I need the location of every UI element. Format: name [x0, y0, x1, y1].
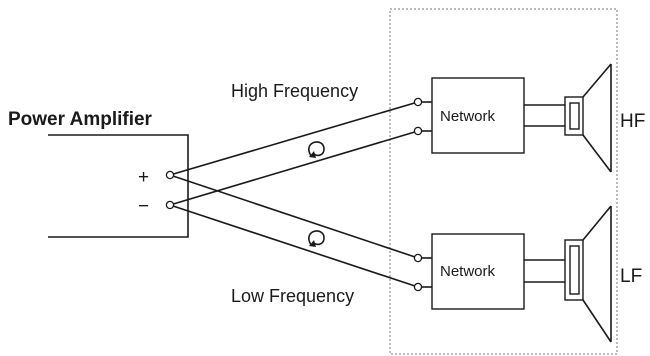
high-frequency-label: High Frequency: [231, 81, 358, 101]
wire-high-positive: [169, 101, 419, 176]
network-label-low: Network: [440, 263, 496, 280]
network-box-low: [431, 233, 525, 310]
power-amplifier-outline: [48, 134, 189, 238]
wire-high-negative: [169, 130, 419, 206]
low-frequency-label: Low Frequency: [231, 286, 354, 306]
input-terminal-lf-negative: [413, 282, 423, 292]
amp-terminal-negative: [165, 200, 175, 210]
lf-label: LF: [620, 266, 642, 287]
twist-loop-icon-low: [308, 230, 325, 247]
input-terminal-lf-positive: [413, 253, 423, 263]
hf-driver-icon: [564, 63, 612, 173]
amp-terminal-positive: [165, 170, 175, 180]
plus-sign: +: [138, 167, 149, 188]
network-label-high: Network: [440, 108, 496, 125]
hf-label: HF: [620, 111, 645, 132]
minus-sign: −: [138, 196, 149, 217]
amplifier-label: Power Amplifier: [8, 109, 153, 130]
network-box-high: [431, 77, 525, 154]
twist-loop-icon-high: [308, 141, 325, 158]
speaker-enclosure: [389, 8, 618, 355]
wire-low-positive: [169, 174, 419, 259]
wire-low-negative: [169, 204, 419, 288]
input-terminal-hf-negative: [413, 126, 423, 136]
input-terminal-hf-positive: [413, 97, 423, 107]
lf-driver-icon: [564, 205, 612, 343]
